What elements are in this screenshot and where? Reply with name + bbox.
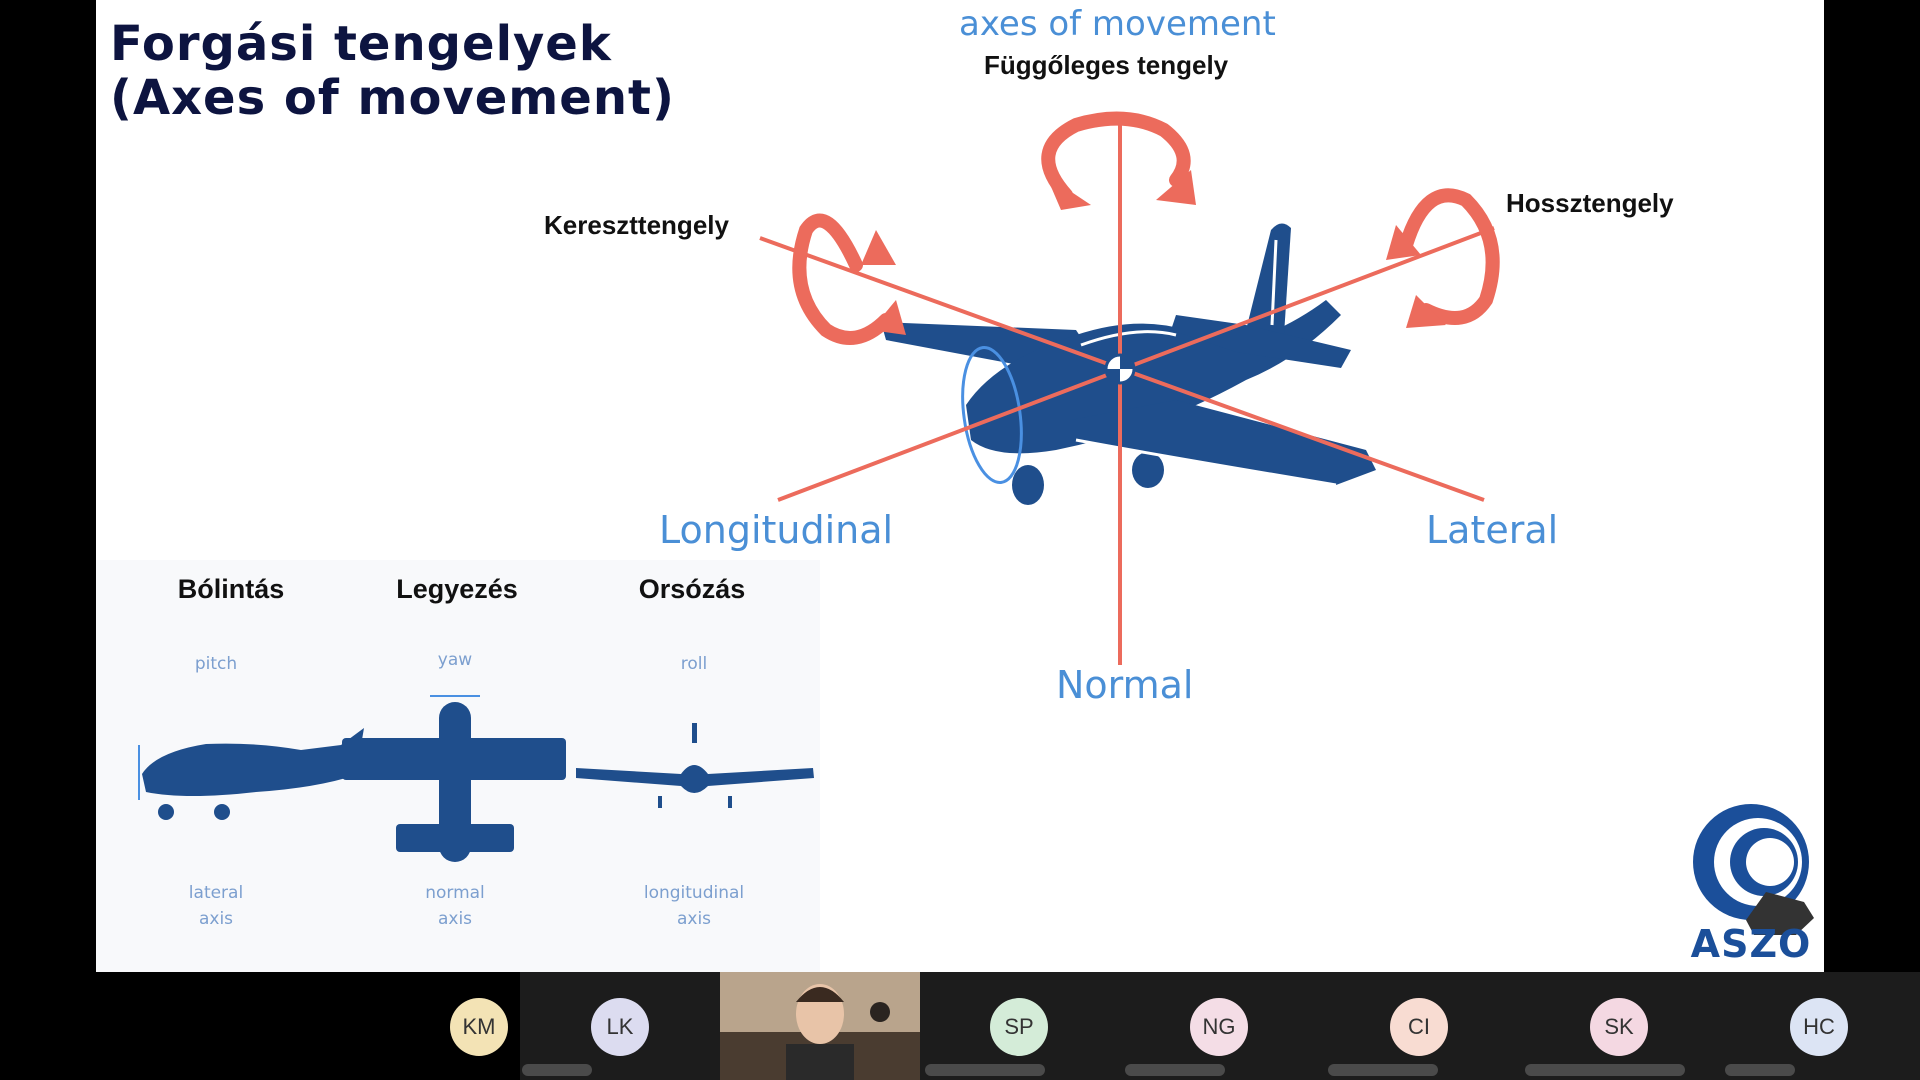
participant-avatar: LK xyxy=(591,998,649,1056)
participant-name-bar xyxy=(522,1064,592,1076)
diagram-heading: axes of movement xyxy=(959,4,1276,44)
roll-heading: Orsózás xyxy=(638,574,746,604)
presentation-slide: Forgási tengelyek (Axes of movement) xyxy=(96,0,1824,972)
aszo-logo-text: ASZO xyxy=(1690,922,1812,966)
participant-name-bar xyxy=(1125,1064,1225,1076)
participant-avatar: KM xyxy=(450,998,508,1056)
rotation-arrows xyxy=(792,111,1500,345)
participant-tile-ng[interactable]: NG xyxy=(1120,972,1320,1080)
participants-bar: KM LK SP NG CI SK HC xyxy=(0,972,1920,1080)
pitch-heading: Bólintás xyxy=(177,574,285,604)
longitudinal-axis-label: Hossztengely xyxy=(1506,188,1674,218)
participant-tile-ci[interactable]: CI xyxy=(1320,972,1520,1080)
normal-en-label: Normal xyxy=(1056,663,1194,707)
axes-diagram xyxy=(759,111,1500,665)
participant-avatar: NG xyxy=(1190,998,1248,1056)
participant-name-bar xyxy=(1328,1064,1438,1076)
pitch-airplane-icon xyxy=(142,728,364,820)
participant-avatar: SK xyxy=(1590,998,1648,1056)
participant-name-bar xyxy=(1725,1064,1795,1076)
participant-avatar: SP xyxy=(990,998,1048,1056)
pitch-yaw-roll-panel: Bólintás Legyezés Orsózás pitch yaw roll xyxy=(96,560,820,972)
longitudinal-en-label: Longitudinal xyxy=(659,508,894,552)
vertical-axis-label: Függőleges tengely xyxy=(984,50,1229,80)
mini-airplane-icons xyxy=(138,695,814,862)
propeller-disc xyxy=(961,346,1023,484)
aszo-logo-icon xyxy=(1693,804,1814,935)
yaw-heading: Legyezés xyxy=(396,574,518,604)
roll-label: roll xyxy=(680,654,708,674)
roll-airplane-icon xyxy=(576,723,814,808)
participant-name-bar xyxy=(1525,1064,1685,1076)
participant-avatar: CI xyxy=(1390,998,1448,1056)
participant-video-feed xyxy=(720,972,920,1080)
slide-title-line2: (Axes of movement) xyxy=(110,70,675,126)
participant-tile-hc[interactable]: HC xyxy=(1720,972,1920,1080)
yaw-airplane-icon xyxy=(342,702,566,862)
lateral-en-label: Lateral xyxy=(1426,508,1559,552)
pitch-label: pitch xyxy=(194,654,238,674)
yaw-label: yaw xyxy=(437,650,473,670)
participant-video-tile[interactable] xyxy=(720,972,920,1080)
participant-name-bar xyxy=(925,1064,1045,1076)
participant-tile-sk[interactable]: SK xyxy=(1520,972,1720,1080)
participant-tile-sp[interactable]: SP xyxy=(920,972,1120,1080)
slide-title-line1: Forgási tengelyek xyxy=(110,16,612,72)
lateral-axis-label: Kereszttengely xyxy=(544,210,729,240)
participant-tile-lk[interactable]: LK xyxy=(520,972,720,1080)
participant-avatar: HC xyxy=(1790,998,1848,1056)
